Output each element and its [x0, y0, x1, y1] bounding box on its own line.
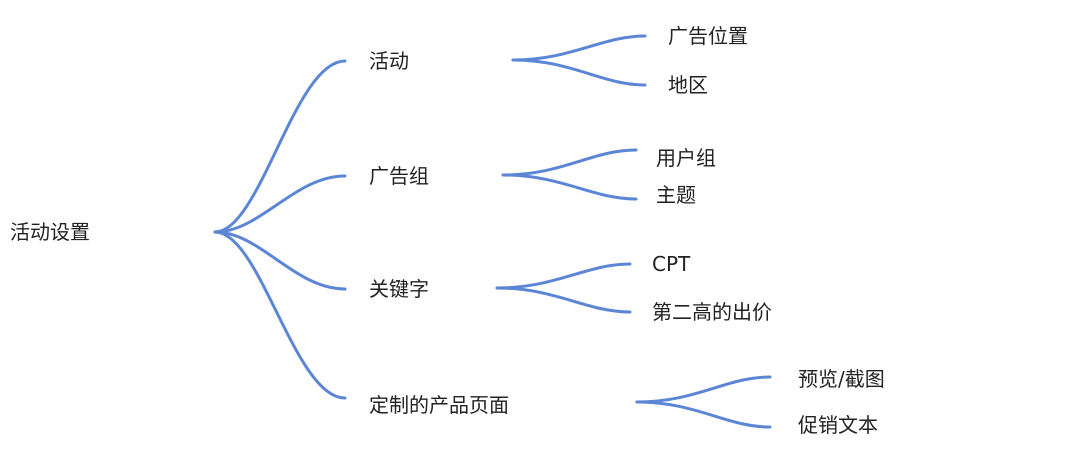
leaf-label-ad-placement: 广告位置 [668, 24, 748, 48]
connector-activity-ad-placement [511, 34, 647, 62]
connector-root-ad-group [213, 174, 347, 234]
connector-cpp-preview [635, 375, 772, 404]
connector-root-activity [213, 59, 347, 234]
leaf-label-preview-screenshot: 预览/截图 [798, 367, 885, 391]
connector-activity-region [511, 58, 647, 87]
leaf-label-cpt: CPT [652, 252, 691, 276]
connector-root-keywords [213, 230, 347, 291]
leaf-label-promo-text: 促销文本 [798, 413, 878, 437]
branch-label-keywords: 关键字 [369, 277, 429, 301]
connector-root-custom-product-page [213, 230, 347, 400]
connector-cpp-promo [635, 400, 772, 429]
leaf-label-region: 地区 [668, 73, 708, 97]
leaf-label-theme: 主题 [656, 183, 696, 207]
root-node-label: 活动设置 [10, 220, 90, 244]
connector-keywords-cpt [495, 262, 632, 290]
branch-label-activity: 活动 [369, 49, 409, 73]
connector-keywords-second-highest-bid [495, 286, 632, 314]
connector-ad-group-theme [501, 173, 638, 201]
leaf-label-user-group: 用户组 [656, 146, 716, 170]
branch-label-ad-group: 广告组 [369, 164, 429, 188]
branch-label-custom-product-page: 定制的产品页面 [369, 393, 509, 417]
leaf-label-second-highest-bid: 第二高的出价 [652, 300, 772, 324]
connector-ad-group-user-group [501, 148, 638, 177]
